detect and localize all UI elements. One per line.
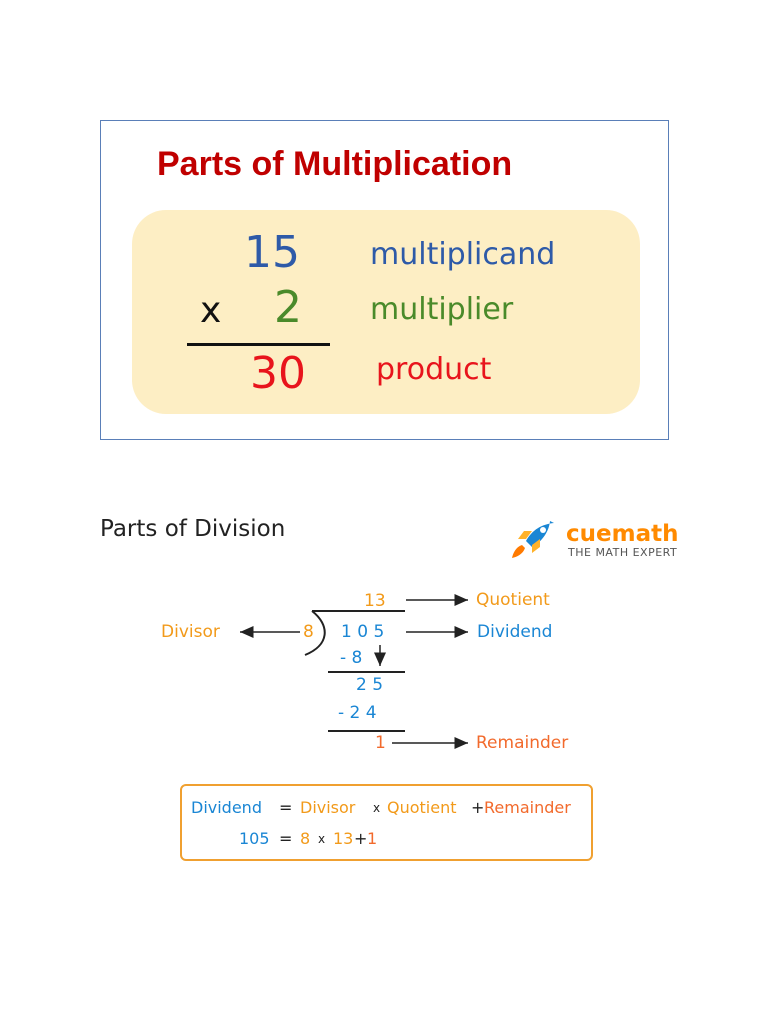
multiplication-sign: x — [200, 290, 222, 331]
product-value: 30 — [250, 348, 306, 399]
dividend-value: 1 0 5 — [341, 622, 385, 642]
formula-remainder: Remainder — [484, 798, 571, 817]
formula-equals-2: = — [279, 829, 293, 848]
quotient-label: Quotient — [476, 590, 550, 610]
multiplier-label: multiplier — [370, 292, 514, 327]
formula-times: x — [373, 801, 381, 815]
formula-times-2: x — [318, 832, 326, 846]
formula-dividend: Dividend — [191, 798, 262, 817]
formula-divisor: Divisor — [300, 798, 356, 817]
formula-box: Dividend = Divisor x Quotient + Remainde… — [180, 784, 593, 861]
formula-plus: + — [471, 798, 485, 817]
rocket-icon — [512, 521, 554, 558]
formula-quotient-value: 13 — [333, 829, 354, 848]
formula-dividend-value: 105 — [239, 829, 270, 848]
quotient-value: 13 — [364, 591, 386, 611]
formula-equals: = — [279, 798, 293, 817]
divisor-value: 8 — [303, 622, 314, 642]
formula-quotient: Quotient — [387, 798, 457, 817]
subtract-step-1: - 8 — [340, 648, 363, 668]
multiplier-value: 2 — [274, 282, 302, 333]
divisor-label: Divisor — [161, 622, 220, 642]
formula-remainder-value: 1 — [367, 829, 378, 848]
multiplication-card: Parts of Multiplication 15 multiplicand … — [100, 120, 669, 440]
remainder-value: 1 — [375, 733, 386, 753]
multiplicand-label: multiplicand — [370, 237, 556, 272]
formula-divisor-value: 8 — [300, 829, 311, 848]
division-bracket — [304, 610, 326, 656]
dividend-label: Dividend — [477, 622, 553, 642]
product-label: product — [376, 352, 492, 387]
division-title: Parts of Division — [100, 516, 286, 542]
partial-dividend: 2 5 — [356, 675, 384, 695]
multiplication-title: Parts of Multiplication — [157, 145, 513, 183]
multiplication-rule — [187, 343, 330, 346]
multiplicand-value: 15 — [244, 227, 300, 278]
subtract-step-2: - 2 4 — [338, 703, 377, 723]
multiplication-panel: 15 multiplicand x 2 multiplier 30 produc… — [132, 210, 640, 414]
remainder-label: Remainder — [476, 733, 569, 753]
brand-name: cuemath — [566, 521, 679, 547]
formula-plus-2: + — [354, 829, 368, 848]
brand-tagline: THE MATH EXPERT — [568, 546, 678, 559]
